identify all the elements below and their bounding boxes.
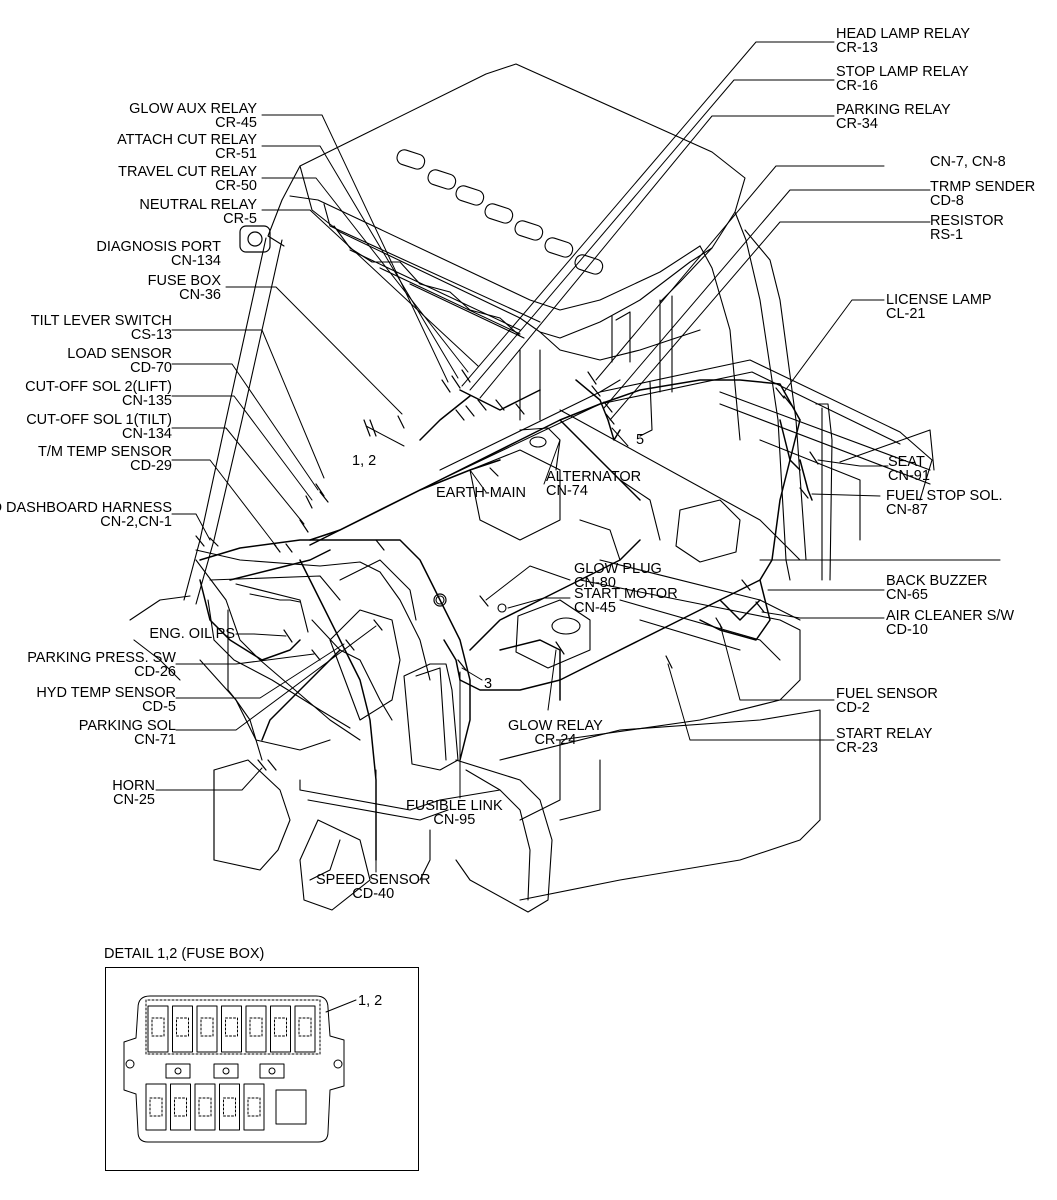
detail-callout-1-2: 1, 2: [358, 993, 383, 1009]
callout-1-2: 1, 2: [352, 453, 377, 469]
detail-title: DETAIL 1,2 (FUSE BOX): [104, 946, 265, 962]
connector-clips: [195, 225, 819, 771]
fuse-box-detail: [123, 995, 357, 1143]
callout-5: 5: [636, 432, 645, 448]
label-fuel-stop-sol: FUEL STOP SOL.CN-87: [886, 488, 1003, 518]
fuse-element: [174, 1097, 187, 1117]
fuse-slot: [270, 1005, 291, 1053]
fuse-slot: [172, 1005, 193, 1053]
label-cut-off-sol-2: CUT-OFF SOL 2(LIFT)CN-135: [25, 379, 172, 409]
fuse-element: [176, 1017, 189, 1037]
label-eng-oil-ps: ENG. OIL PS: [149, 626, 235, 642]
fuse-element: [198, 1097, 212, 1117]
machine-outline: [129, 63, 1001, 913]
fuse-element: [274, 1017, 287, 1037]
fuse-element: [149, 1097, 163, 1117]
fuse-element: [223, 1097, 236, 1117]
fuse-slot: [294, 1005, 316, 1053]
fuse-slot: [145, 1083, 167, 1131]
fuse-element: [200, 1017, 214, 1037]
label-cn-7-8: CN-7, CN-8: [930, 154, 1006, 170]
fuse-element: [225, 1017, 238, 1037]
callout-3: 3: [484, 676, 493, 692]
fuse-slot: [147, 1005, 169, 1053]
fuse-element: [151, 1017, 165, 1037]
fuse-slot: [194, 1083, 216, 1131]
fuse-slot: [196, 1005, 218, 1053]
leader-lines: [155, 41, 931, 873]
fuse-slot: [221, 1005, 242, 1053]
label-earth-main: EARTH-MAIN: [436, 485, 526, 501]
fuse-element: [249, 1017, 263, 1037]
detail-frame: [105, 967, 419, 1171]
fuse-slot: [170, 1083, 191, 1131]
fuse-element: [247, 1097, 261, 1117]
fuse-slot: [219, 1083, 240, 1131]
fuse-slot: [245, 1005, 267, 1053]
fuse-element: [298, 1017, 312, 1037]
label-cut-off-sol-1: CUT-OFF SOL 1(TILT)CN-134: [26, 412, 172, 442]
fuse-slot: [243, 1083, 265, 1131]
